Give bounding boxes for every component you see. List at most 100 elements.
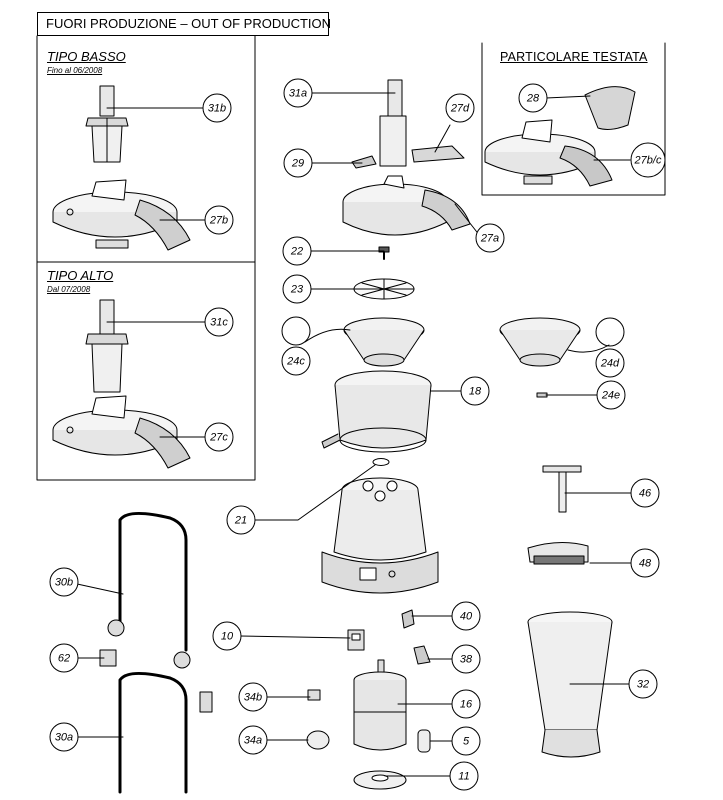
callout-29: 29 bbox=[283, 148, 313, 178]
callout-circle bbox=[628, 669, 658, 699]
callout-31b: 31b bbox=[202, 93, 232, 123]
part-34a-foot bbox=[306, 730, 330, 750]
callout-10: 10 bbox=[212, 621, 242, 651]
callout-circle bbox=[460, 376, 490, 406]
callout-31a: 31a bbox=[283, 78, 313, 108]
particolare-testata-title: PARTICOLARE TESTATA bbox=[500, 50, 648, 64]
tipo-basso-title: TIPO BASSO bbox=[47, 49, 126, 64]
part-30a-rod bbox=[118, 672, 213, 794]
part-38-clip bbox=[413, 645, 431, 665]
part-18-bowl bbox=[321, 370, 432, 453]
callout-24d: 24d bbox=[595, 348, 625, 378]
callout-circle bbox=[451, 726, 481, 756]
callout-circle bbox=[238, 725, 268, 755]
filter-discs bbox=[281, 316, 625, 347]
callout-circle bbox=[49, 643, 79, 673]
callout-label: 27d bbox=[450, 103, 470, 115]
leader-lines bbox=[67, 92, 633, 777]
callout-16: 16 bbox=[451, 689, 481, 719]
callout-circle bbox=[281, 346, 311, 376]
callout-circle bbox=[283, 148, 313, 178]
callout-27d: 27d bbox=[445, 93, 475, 123]
part-21-ring bbox=[372, 458, 390, 466]
callout-34a: 34a bbox=[238, 725, 268, 755]
panel-frames bbox=[36, 35, 666, 481]
part-30b-rod bbox=[107, 512, 191, 669]
part-31b-shaft bbox=[85, 85, 129, 163]
part-29-clip bbox=[351, 155, 377, 169]
callout-18: 18 bbox=[460, 376, 490, 406]
callout-30b: 30b bbox=[49, 567, 79, 597]
callout-22: 22 bbox=[282, 236, 312, 266]
callout-circle bbox=[595, 348, 625, 378]
callout-circle bbox=[202, 93, 232, 123]
callout-label: 48 bbox=[639, 558, 652, 570]
callout-circle bbox=[204, 307, 234, 337]
callout-label: 22 bbox=[290, 246, 303, 258]
callout-label: 34a bbox=[244, 735, 262, 747]
callout-label: 21 bbox=[234, 515, 247, 527]
callout-38: 38 bbox=[451, 644, 481, 674]
callout-24c: 24c bbox=[281, 346, 311, 376]
callout-48: 48 bbox=[630, 548, 660, 578]
callout-circle bbox=[226, 505, 256, 535]
tipo-alto-title: TIPO ALTO bbox=[47, 268, 114, 283]
callout-circle bbox=[204, 422, 234, 452]
part-31c-shaft bbox=[85, 299, 129, 393]
motor-base bbox=[321, 477, 439, 594]
part-40-bracket bbox=[401, 609, 415, 629]
callout-27b-c: 27b/c bbox=[630, 142, 666, 178]
callout-label: 34b bbox=[244, 692, 262, 704]
part-32-jug bbox=[527, 611, 613, 758]
callout-28: 28 bbox=[518, 83, 548, 113]
part-27b-lid bbox=[52, 179, 191, 251]
callout-circle bbox=[49, 722, 79, 752]
part-27c-lid bbox=[52, 395, 191, 469]
page-title: FUORI PRODUZIONE – OUT OF PRODUCTION bbox=[37, 12, 331, 36]
callout-5: 5 bbox=[451, 726, 481, 756]
part-46-key bbox=[542, 465, 582, 513]
callout-label: 27a bbox=[480, 233, 499, 245]
callout-circle bbox=[451, 601, 481, 631]
callout-circle bbox=[596, 380, 626, 410]
callout-27b: 27b bbox=[204, 205, 234, 235]
callout-circle bbox=[630, 142, 666, 178]
callout-label: 18 bbox=[469, 386, 482, 398]
part-10-switch bbox=[347, 629, 365, 651]
part-27a-lid bbox=[342, 175, 471, 236]
part-27d-blade bbox=[411, 145, 465, 163]
callout-label: 62 bbox=[58, 653, 70, 665]
callout-32: 32 bbox=[628, 669, 658, 699]
callout-label: 24e bbox=[601, 390, 620, 402]
part-27bc-head bbox=[484, 119, 613, 187]
part-11-gear bbox=[353, 770, 407, 790]
callout-circle bbox=[212, 621, 242, 651]
callout-label: 46 bbox=[639, 488, 652, 500]
callout-label: 32 bbox=[637, 679, 649, 691]
part-28-cover bbox=[584, 86, 636, 130]
callout-27a: 27a bbox=[475, 223, 505, 253]
callout-label: 27c bbox=[209, 432, 228, 444]
part-24c-basket bbox=[343, 317, 425, 367]
callout-label: 27b bbox=[209, 215, 228, 227]
part-48-brush bbox=[527, 542, 589, 565]
callout-label: 28 bbox=[526, 93, 540, 105]
callout-circle bbox=[445, 93, 475, 123]
callout-label: 24d bbox=[600, 358, 620, 370]
callout-label: 31c bbox=[210, 317, 228, 329]
callout-circle bbox=[49, 567, 79, 597]
callout-circle bbox=[475, 223, 505, 253]
callout-circle bbox=[518, 83, 548, 113]
part-34b-knob bbox=[307, 689, 321, 701]
callout-label: 5 bbox=[463, 736, 470, 748]
part-16-motor bbox=[353, 659, 407, 751]
callout-circle bbox=[449, 761, 479, 791]
part-31a-shaft bbox=[379, 79, 407, 167]
callout-label: 40 bbox=[460, 611, 473, 623]
callout-46: 46 bbox=[630, 478, 660, 508]
callout-31c: 31c bbox=[204, 307, 234, 337]
callout-label: 24c bbox=[286, 356, 305, 368]
callout-circle bbox=[283, 78, 313, 108]
callout-label: 31a bbox=[289, 88, 307, 100]
